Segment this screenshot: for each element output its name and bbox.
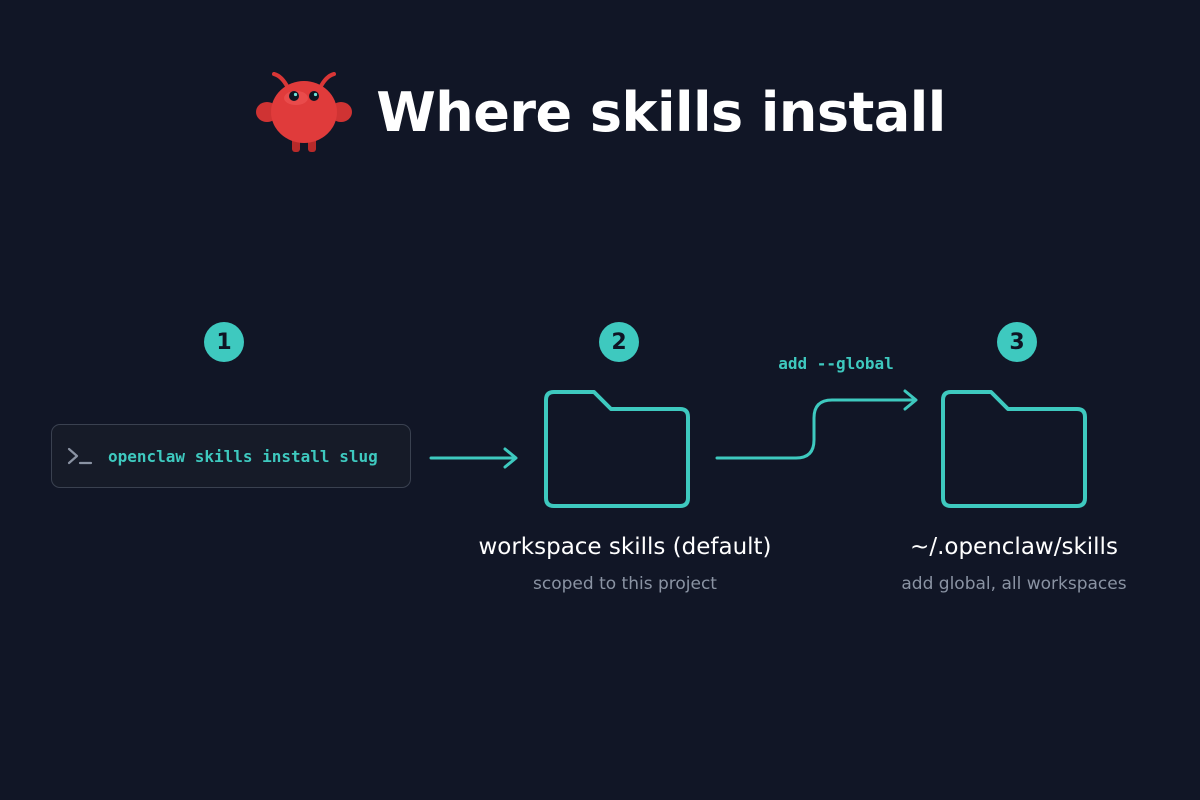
global-flag-label: add --global: [778, 354, 894, 373]
terminal-command-box: openclaw skills install slug: [51, 424, 411, 488]
arrow-workspace-to-global: [715, 389, 918, 460]
step-badge-3: 3: [997, 322, 1037, 362]
terminal-prompt-icon: [67, 447, 93, 465]
title-row: Where skills install: [0, 62, 1200, 162]
global-folder-icon: [941, 390, 1087, 508]
step-badge-1: 1: [204, 322, 244, 362]
step-badge-2: 2: [599, 322, 639, 362]
workspace-folder-icon: [544, 390, 690, 508]
install-command: openclaw skills install slug: [108, 446, 378, 466]
arrow-terminal-to-workspace: [429, 447, 518, 469]
page-title: Where skills install: [376, 80, 946, 144]
workspace-skills-sublabel: scoped to this project: [533, 574, 717, 594]
crab-mascot-icon: [256, 72, 353, 152]
workspace-skills-label: workspace skills (default): [478, 534, 772, 560]
global-skills-sublabel: add global, all workspaces: [901, 574, 1127, 594]
global-skills-label: ~/.openclaw/skills: [910, 534, 1118, 560]
